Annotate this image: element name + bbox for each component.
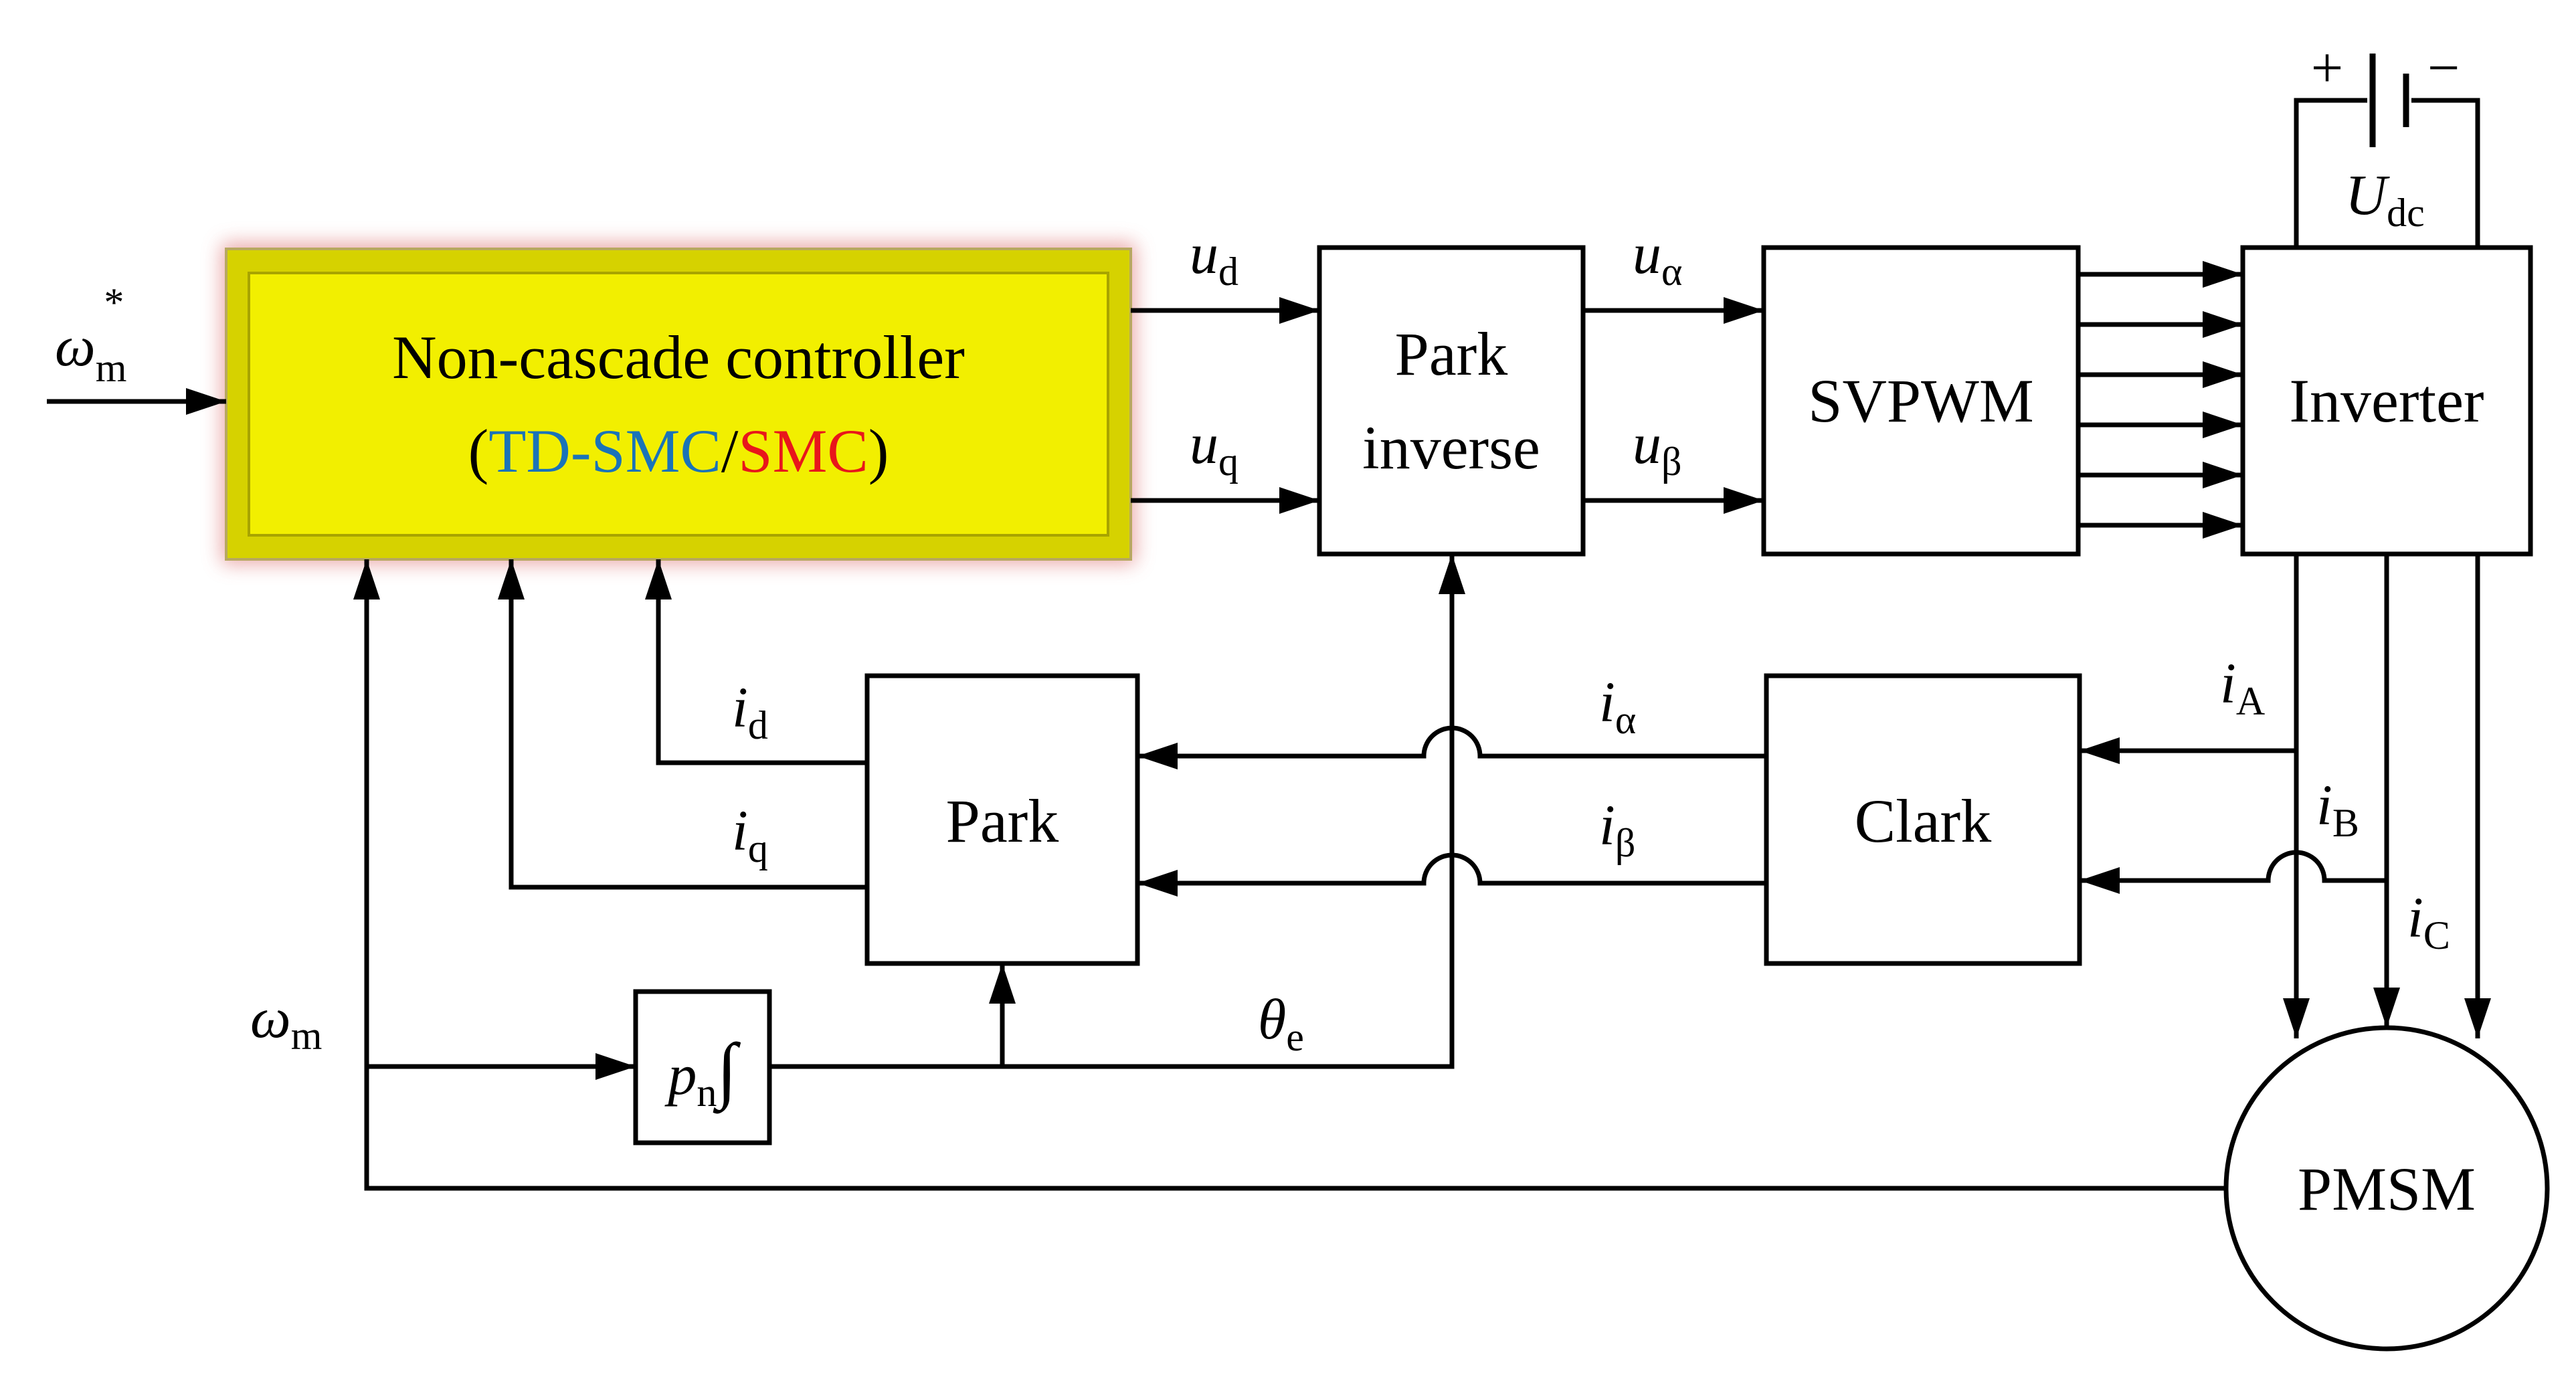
ialpha-label: iα — [1599, 670, 1636, 742]
park-inverse-label-line1: Park — [1395, 320, 1508, 388]
iB-label: iB — [2316, 773, 2359, 845]
controller-face — [248, 272, 1109, 537]
ibeta-label: iβ — [1599, 793, 1635, 865]
clark-block: Clark — [1764, 673, 2082, 966]
controller-paren-open: ( — [468, 417, 489, 485]
integrator-block: pn∫ — [633, 989, 772, 1145]
controller-title: Non-cascade controller — [392, 323, 965, 391]
iC-label: iC — [2407, 885, 2450, 957]
battery-minus: − — [2427, 35, 2460, 100]
udc-label: Udc — [2345, 163, 2425, 235]
id-feedback: id — [645, 559, 867, 765]
id-label: id — [732, 675, 768, 747]
battery-plus: + — [2311, 35, 2344, 100]
iq-feedback: iq — [498, 559, 867, 890]
park-inverse-label-line2: inverse — [1362, 413, 1540, 482]
ud-label: ud — [1190, 221, 1238, 294]
inverter-label: Inverter — [2289, 367, 2484, 435]
integrator-label: pn∫ — [664, 1028, 741, 1115]
ualpha-signal: uα — [1583, 221, 1764, 324]
inverter-block: Inverter — [2240, 245, 2533, 557]
ubeta-label: uβ — [1633, 411, 1682, 484]
park-inverse-block: Park inverse — [1317, 245, 1586, 557]
pmsm-label: PMSM — [2298, 1155, 2476, 1223]
omega-m-label: ωm — [250, 986, 322, 1058]
uq-signal: uq — [1131, 411, 1319, 514]
park-label: Park — [946, 787, 1059, 855]
omega-ref-input: ωm* — [47, 280, 226, 415]
theta-e-signal: θe — [769, 554, 1465, 1069]
pwm-signals — [2078, 261, 2243, 539]
controller-block: Non-cascade controller (TD-SMC/SMC) — [221, 242, 1136, 565]
controller-variant-td-smc: TD-SMC — [488, 417, 721, 485]
iq-label: iq — [732, 798, 768, 870]
controller-variant-smc: SMC — [738, 417, 868, 485]
svpwm-label: SVPWM — [1808, 367, 2033, 435]
controller-paren-close: ) — [868, 417, 889, 485]
uq-label: uq — [1190, 411, 1238, 484]
svpwm-block: SVPWM — [1761, 245, 2081, 557]
pmsm-motor: PMSM — [2223, 1025, 2550, 1352]
ib-to-clark — [2080, 850, 2387, 894]
clark-label: Clark — [1855, 787, 1991, 855]
ud-signal: ud — [1131, 221, 1319, 324]
phase-lines: iA iB iC — [2220, 554, 2491, 1038]
dc-supply: + − Udc — [2294, 35, 2480, 248]
omega-feedback: ωm — [250, 559, 2226, 1191]
ubeta-signal: uβ — [1583, 411, 1764, 514]
omega-ref-label: ωm* — [55, 280, 126, 390]
iA-label: iA — [2220, 651, 2265, 723]
ualpha-label: uα — [1633, 221, 1682, 294]
park-block: Park — [864, 673, 1140, 966]
controller-separator: / — [721, 417, 739, 485]
theta-e-label: θe — [1258, 987, 1304, 1059]
controller-variants: (TD-SMC/SMC) — [468, 417, 889, 485]
